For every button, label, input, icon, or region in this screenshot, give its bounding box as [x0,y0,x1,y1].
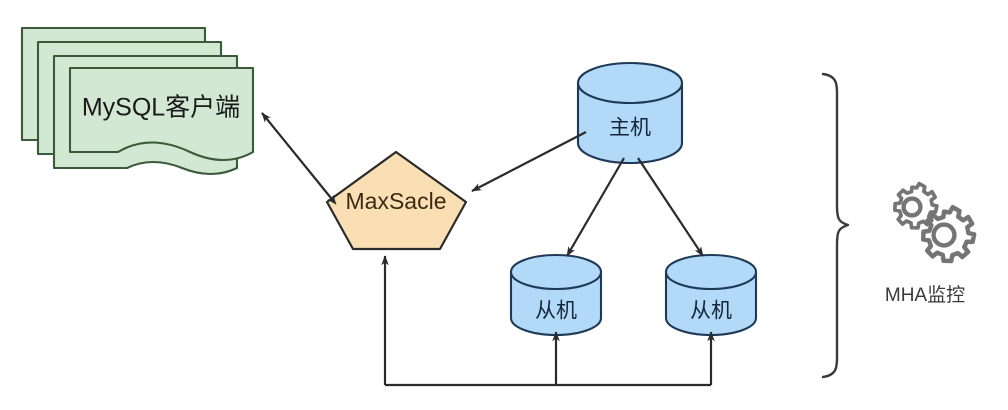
client-label: MySQL客户端 [82,94,240,122]
master-cylinder-top [576,61,684,105]
master-db-node[interactable]: 主机 [576,61,684,165]
mha-monitor-label: MHA监控 [885,284,965,306]
edge-layer [261,112,715,387]
gear-small-icon [893,181,939,230]
client-stack[interactable]: MySQL客户端 [20,26,255,176]
right-curly-brace-icon [821,72,850,379]
slave2-cylinder-top [664,253,758,291]
master-label: 主机 [609,117,651,140]
maxscale-pentagon-shape [325,150,468,251]
master-cylinder-body [576,81,684,165]
gears-icon [893,181,977,264]
slave2-label: 从机 [690,300,732,323]
edge-master-slave1[interactable] [566,157,625,257]
maxscale-label: MaxSacle [346,188,447,214]
slave1-cylinder-top [509,253,603,291]
gear-large-icon [920,204,977,264]
mha-scope-brace [821,72,850,379]
edge-master-maxscale[interactable] [471,131,587,192]
slave1-db-node[interactable]: 从机 [509,253,603,337]
edge-client-maxscale[interactable] [261,112,337,205]
maxscale-node[interactable]: MaxSacle [325,150,468,251]
slave1-label: 从机 [535,300,577,323]
edge-master-slave2[interactable] [637,157,704,257]
slave2-db-node[interactable]: 从机 [664,253,758,337]
client-sheet-front [68,66,255,161]
